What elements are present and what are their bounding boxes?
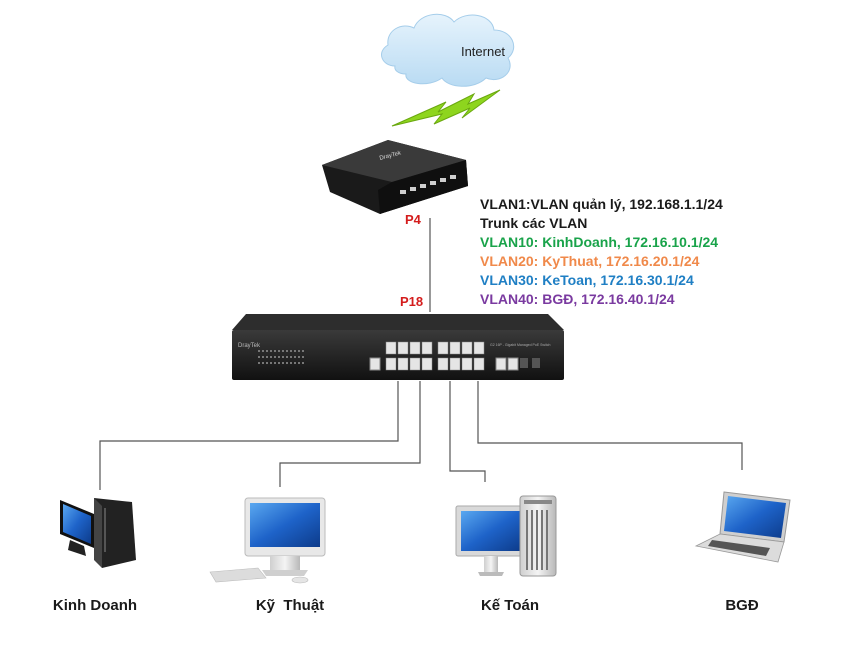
switch-port — [385, 341, 397, 355]
switch-led — [282, 350, 284, 352]
switch-port — [409, 341, 421, 355]
switch-led — [302, 350, 304, 352]
switch-led — [290, 362, 292, 364]
vlan-info: VLAN1:VLAN quản lý, 192.168.1.1/24Trunk … — [480, 196, 723, 307]
switch-led — [286, 362, 288, 364]
switch-led — [258, 356, 260, 358]
switch-led — [262, 350, 264, 352]
vlan-info-line: VLAN1:VLAN quản lý, 192.168.1.1/24 — [480, 196, 723, 212]
switch-led — [290, 350, 292, 352]
switch-led — [278, 350, 280, 352]
switch-ports — [369, 341, 519, 371]
switch-led — [266, 350, 268, 352]
vlan-info-line: VLAN20: KyThuat, 172.16.20.1/24 — [480, 253, 700, 269]
switch-led — [286, 350, 288, 352]
switch-led — [270, 350, 272, 352]
switch-led — [274, 362, 276, 364]
switch-led — [294, 350, 296, 352]
lightning-icon — [391, 89, 501, 127]
switch-led — [270, 362, 272, 364]
switch-led — [302, 356, 304, 358]
switch-port — [473, 357, 485, 371]
switch-port — [461, 357, 473, 371]
switch-port-label: P18 — [400, 294, 423, 309]
router-port-label: P4 — [405, 212, 422, 227]
laptop-icon — [694, 491, 791, 563]
switch-led — [258, 350, 260, 352]
switch-port — [437, 357, 449, 371]
switch-port — [421, 357, 433, 371]
mac-pro-icon — [455, 495, 557, 577]
link-kinh-doanh — [99, 381, 399, 490]
vlan-info-line: VLAN40: BGĐ, 172.16.40.1/24 — [480, 291, 675, 307]
vlan-info-line: VLAN10: KinhDoanh, 172.16.10.1/24 — [480, 234, 718, 250]
connection-lines — [99, 218, 743, 490]
switch-led — [274, 356, 276, 358]
switch-port — [473, 341, 485, 355]
cloud-label: Internet — [461, 44, 505, 59]
switch-led — [278, 356, 280, 358]
switch-led — [286, 356, 288, 358]
device-labels: Kinh Doanh Kỹ Thuật Kế Toán BGĐ — [53, 597, 759, 614]
switch-led — [294, 356, 296, 358]
switch-led — [274, 350, 276, 352]
switch-led — [278, 362, 280, 364]
imac-icon — [209, 497, 326, 584]
device-label-ky-thuat: Kỹ Thuật — [256, 597, 324, 614]
switch-port — [449, 357, 461, 371]
switch-port — [397, 341, 409, 355]
switch-uplink-port — [507, 357, 519, 371]
switch-led — [302, 362, 304, 364]
device-label-ke-toan: Kế Toán — [481, 597, 539, 614]
switch-led — [270, 356, 272, 358]
switch-sfp-ports — [520, 358, 540, 368]
switch-port — [437, 341, 449, 355]
switch-model: G2 16P - Gigabit Managed PoE Switch — [490, 343, 550, 347]
switch-led — [290, 356, 292, 358]
internet-cloud: Internet — [381, 13, 515, 87]
switch-port — [421, 341, 433, 355]
link-ky-thuat — [279, 381, 421, 487]
router-brand: DrayTek — [379, 150, 403, 162]
switch-port — [461, 341, 473, 355]
switch-port — [385, 357, 397, 371]
switch-brand: DrayTek — [238, 343, 261, 349]
vlan-info-line: VLAN30: KeToan, 172.16.30.1/24 — [480, 272, 694, 288]
switch-led — [266, 356, 268, 358]
switch-port — [449, 341, 461, 355]
switch-port — [397, 357, 409, 371]
switch-uplink-port — [495, 357, 507, 371]
switch-port — [409, 357, 421, 371]
router-ports — [400, 175, 456, 194]
switch-led — [298, 362, 300, 364]
switch-led — [298, 356, 300, 358]
network-switch: DrayTek G2 16P - Gigabit Managed PoE Swi… — [232, 314, 564, 380]
switch-led — [282, 356, 284, 358]
switch-leds — [258, 350, 304, 364]
switch-led — [262, 362, 264, 364]
switch-led — [266, 362, 268, 364]
link-bgd — [477, 381, 743, 470]
vlan-info-line: Trunk các VLAN — [480, 215, 587, 231]
desktop-tower-icon — [60, 498, 136, 568]
switch-led — [294, 362, 296, 364]
switch-led — [282, 362, 284, 364]
switch-led — [262, 356, 264, 358]
switch-led — [298, 350, 300, 352]
router: DrayTek — [322, 140, 468, 214]
switch-console-port — [369, 357, 381, 371]
link-ke-toan — [449, 381, 486, 482]
device-label-bgd: BGĐ — [725, 597, 759, 614]
device-label-kinh-doanh: Kinh Doanh — [53, 597, 137, 614]
switch-led — [258, 362, 260, 364]
